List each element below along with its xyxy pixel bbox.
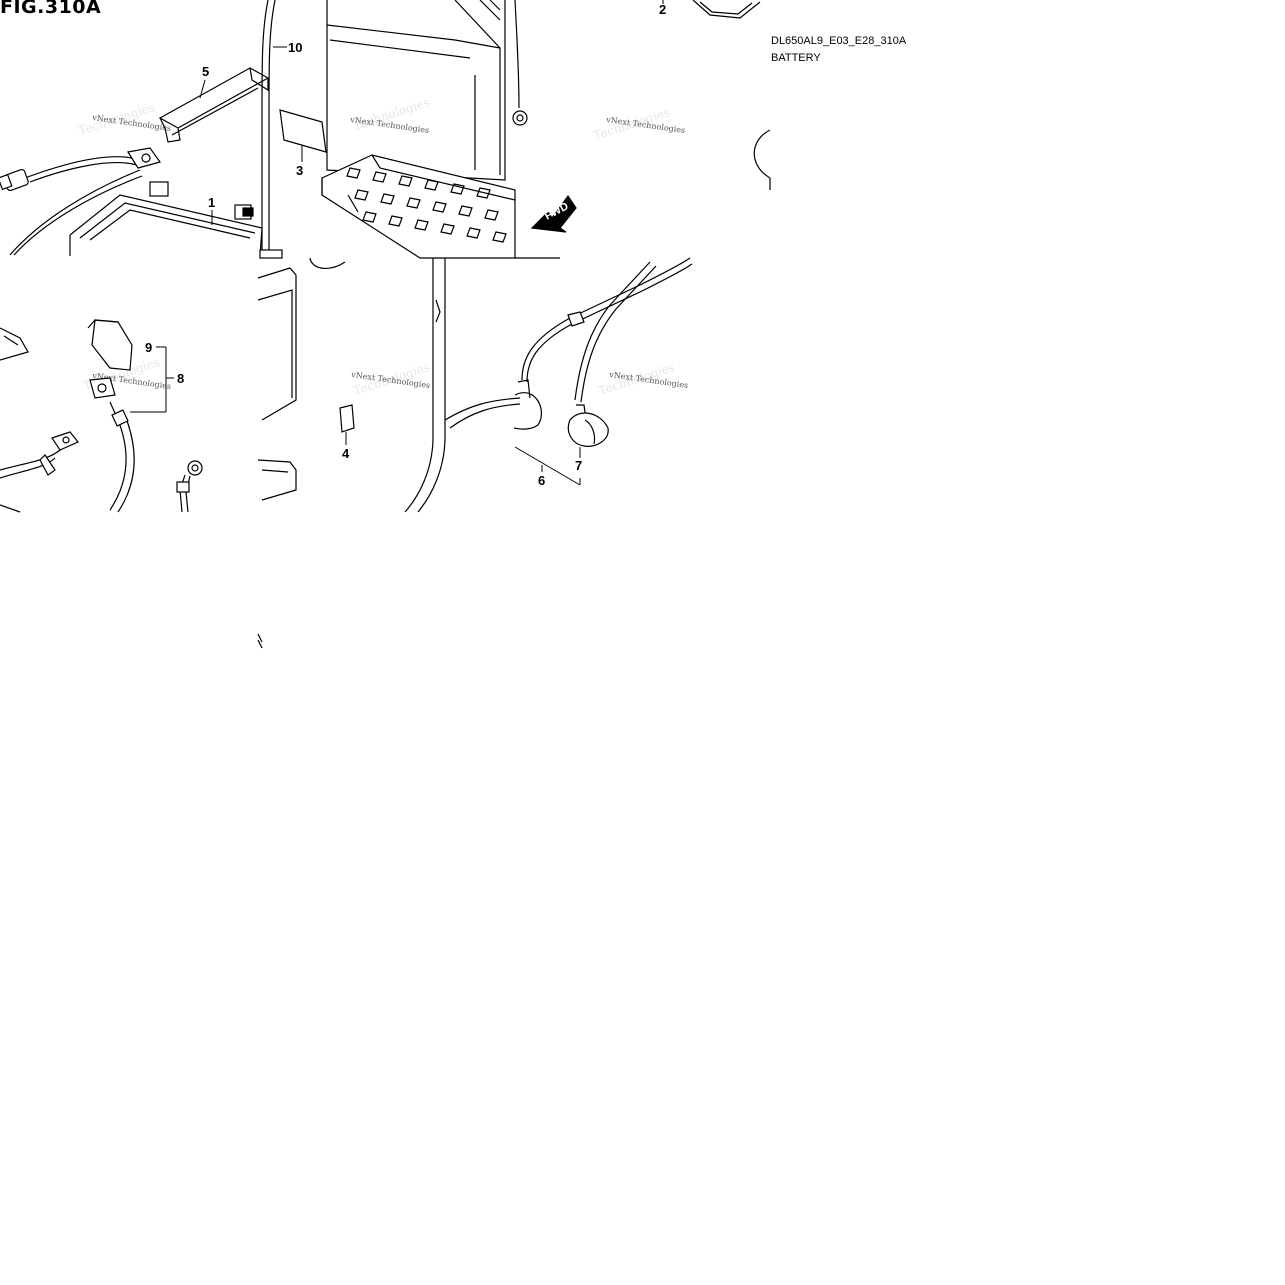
callouts: 1 2 3 4 5 6 7 8 9 10 <box>145 2 666 488</box>
tray-slot <box>388 215 403 227</box>
callout-5: 5 <box>202 64 209 79</box>
tray-slot <box>440 223 455 235</box>
main-harness-drawing <box>404 258 521 513</box>
battery-1-drawing <box>69 181 263 257</box>
battery-tray-drawing <box>321 154 516 259</box>
callout-9: 9 <box>145 340 152 355</box>
callout-2: 2 <box>659 2 666 17</box>
tray-slot <box>458 205 473 217</box>
lead-10-drawing <box>259 0 283 259</box>
fwd-arrow: FWD <box>530 194 577 233</box>
battery-cable-drawing <box>0 327 203 513</box>
battery-top-drawing <box>326 0 528 181</box>
callout-10: 10 <box>288 40 302 55</box>
callout-1: 1 <box>208 195 215 210</box>
diagram-name: BATTERY <box>771 52 821 64</box>
tray-slot <box>362 211 377 223</box>
tray-slot <box>432 201 447 213</box>
tray-slot <box>380 193 395 205</box>
tray-slot <box>398 175 413 187</box>
tray-slot <box>492 231 507 243</box>
label-4-drawing <box>339 404 355 433</box>
battery-lower-drawing <box>257 257 346 649</box>
tray-slot <box>476 187 491 199</box>
tray-slot <box>346 167 361 179</box>
callout-4: 4 <box>342 446 350 461</box>
callout-6: 6 <box>538 473 545 488</box>
tray-slot <box>424 179 439 191</box>
tray-slot <box>466 227 481 239</box>
tray-slot <box>484 209 499 221</box>
leader-lines <box>130 0 664 486</box>
tray-slots <box>346 167 507 243</box>
callout-3: 3 <box>296 163 303 178</box>
top-right-fragments <box>692 0 771 190</box>
tray-slot <box>354 189 369 201</box>
tray-slot <box>450 183 465 195</box>
tray-slot <box>372 171 387 183</box>
callout-8: 8 <box>177 371 184 386</box>
battery-strap-drawing <box>158 67 270 143</box>
figure-title: FIG.310A <box>0 0 102 18</box>
tray-slot <box>414 219 429 231</box>
callout-7: 7 <box>575 458 582 473</box>
watermarks: Technologies vNext Technologies Technolo… <box>77 95 689 398</box>
tray-slot <box>406 197 421 209</box>
harness-drawing <box>0 147 161 256</box>
diagram-code: DL650AL9_E03_E28_310A <box>771 35 907 47</box>
label-3-drawing <box>279 109 327 153</box>
terminal-cover-drawing <box>87 319 133 371</box>
starter-relay-leads-drawing <box>513 257 693 447</box>
